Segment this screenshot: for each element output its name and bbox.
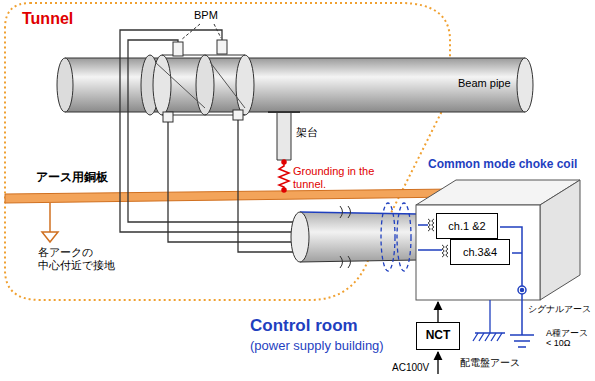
cable: [300, 260, 418, 262]
receiver-housing: [416, 205, 540, 300]
resistor-symbol: [282, 160, 286, 164]
bpm-button: [217, 40, 227, 54]
copper-plate: [49, 203, 51, 232]
copper-plate: [5, 189, 455, 203]
cable: [300, 212, 418, 262]
part-name: アース用銅板: [36, 171, 108, 185]
cable: [340, 206, 351, 268]
signal-wire: [120, 30, 300, 232]
transformer-symbol: [442, 245, 448, 257]
channel-box: ch.1 &2: [436, 213, 498, 239]
part-name: BPM: [194, 9, 218, 22]
signal-ground-wire: [518, 286, 526, 294]
cable: [291, 212, 309, 262]
signal-ground-wire: [521, 289, 524, 292]
bpm-leader: [214, 24, 221, 38]
beam-pipe: [57, 58, 73, 112]
part-name: Beam pipe: [458, 77, 511, 90]
box-text: ch.3&4: [463, 246, 497, 259]
copper-plate: [42, 232, 58, 242]
ground-label: 配電盤アース: [460, 357, 520, 369]
location-title: Control room: [250, 316, 358, 336]
stand: [268, 112, 300, 160]
signal-ground-wire: [521, 294, 523, 335]
power-feed: [437, 352, 438, 374]
signal-wire: [120, 30, 300, 252]
panel-ground-symbol: [473, 300, 505, 341]
signal-ground-wire: [418, 225, 526, 335]
ground-symbol: [510, 335, 534, 347]
choke-coil: [381, 203, 411, 271]
choke-coil: [381, 203, 395, 271]
signal-wire: [128, 40, 300, 222]
resistor-symbol: [279, 160, 289, 192]
bpm-button: [163, 112, 173, 122]
part-name: 架台: [296, 126, 318, 139]
location-subtitle: (power supply building): [250, 339, 384, 354]
supply-label: AC100V: [392, 362, 429, 374]
receiver-housing: [540, 180, 580, 300]
nct-box: NCT: [416, 322, 460, 350]
stand: [268, 111, 300, 113]
ground-note: 各アークの 中心付近で接地: [38, 246, 128, 271]
resistor-symbol: [279, 160, 289, 190]
beam-pipe: [65, 58, 525, 112]
bpm-body: [141, 55, 254, 115]
bpm-body: [210, 62, 245, 108]
beam-pipe: [65, 58, 525, 59]
bpm-button: [233, 110, 243, 120]
box-text: ch.1 &2: [448, 220, 485, 233]
ground-label: A種アース < 10Ω: [546, 328, 592, 349]
bpm-body: [153, 55, 171, 115]
ground-label: シグナルアース: [528, 304, 591, 314]
ground-symbol: [510, 335, 534, 347]
box-text: NCT: [426, 329, 451, 343]
cable: [300, 212, 418, 214]
resistor-symbol: [282, 188, 286, 192]
stand: [277, 112, 291, 160]
beam-pipe: [517, 58, 533, 112]
signal-wire: [168, 122, 300, 242]
bpm-button: [163, 40, 243, 122]
transformer-symbol: [428, 219, 434, 231]
ground-note: Grounding in the tunnel.: [293, 165, 388, 190]
bpm-leader: [181, 24, 200, 40]
signal-ground-wire: [512, 252, 522, 254]
choke-coil: [397, 203, 411, 271]
bpm-leader: [181, 24, 221, 40]
region-title: Tunnel: [22, 10, 73, 28]
tunnel-outline: [5, 3, 450, 300]
panel-ground-symbol: [475, 300, 505, 333]
power-feed: [437, 302, 438, 322]
part-name: Common mode choke coil: [428, 158, 577, 172]
receiver-housing: [416, 180, 580, 300]
bpm-button: [173, 42, 183, 56]
bpm-body: [236, 55, 254, 115]
channel-box: ch.3&4: [450, 239, 510, 265]
beam-pipe: [65, 112, 525, 113]
bpm-body: [155, 62, 205, 108]
bpm-body: [205, 55, 245, 115]
panel-ground-symbol: [473, 333, 502, 341]
